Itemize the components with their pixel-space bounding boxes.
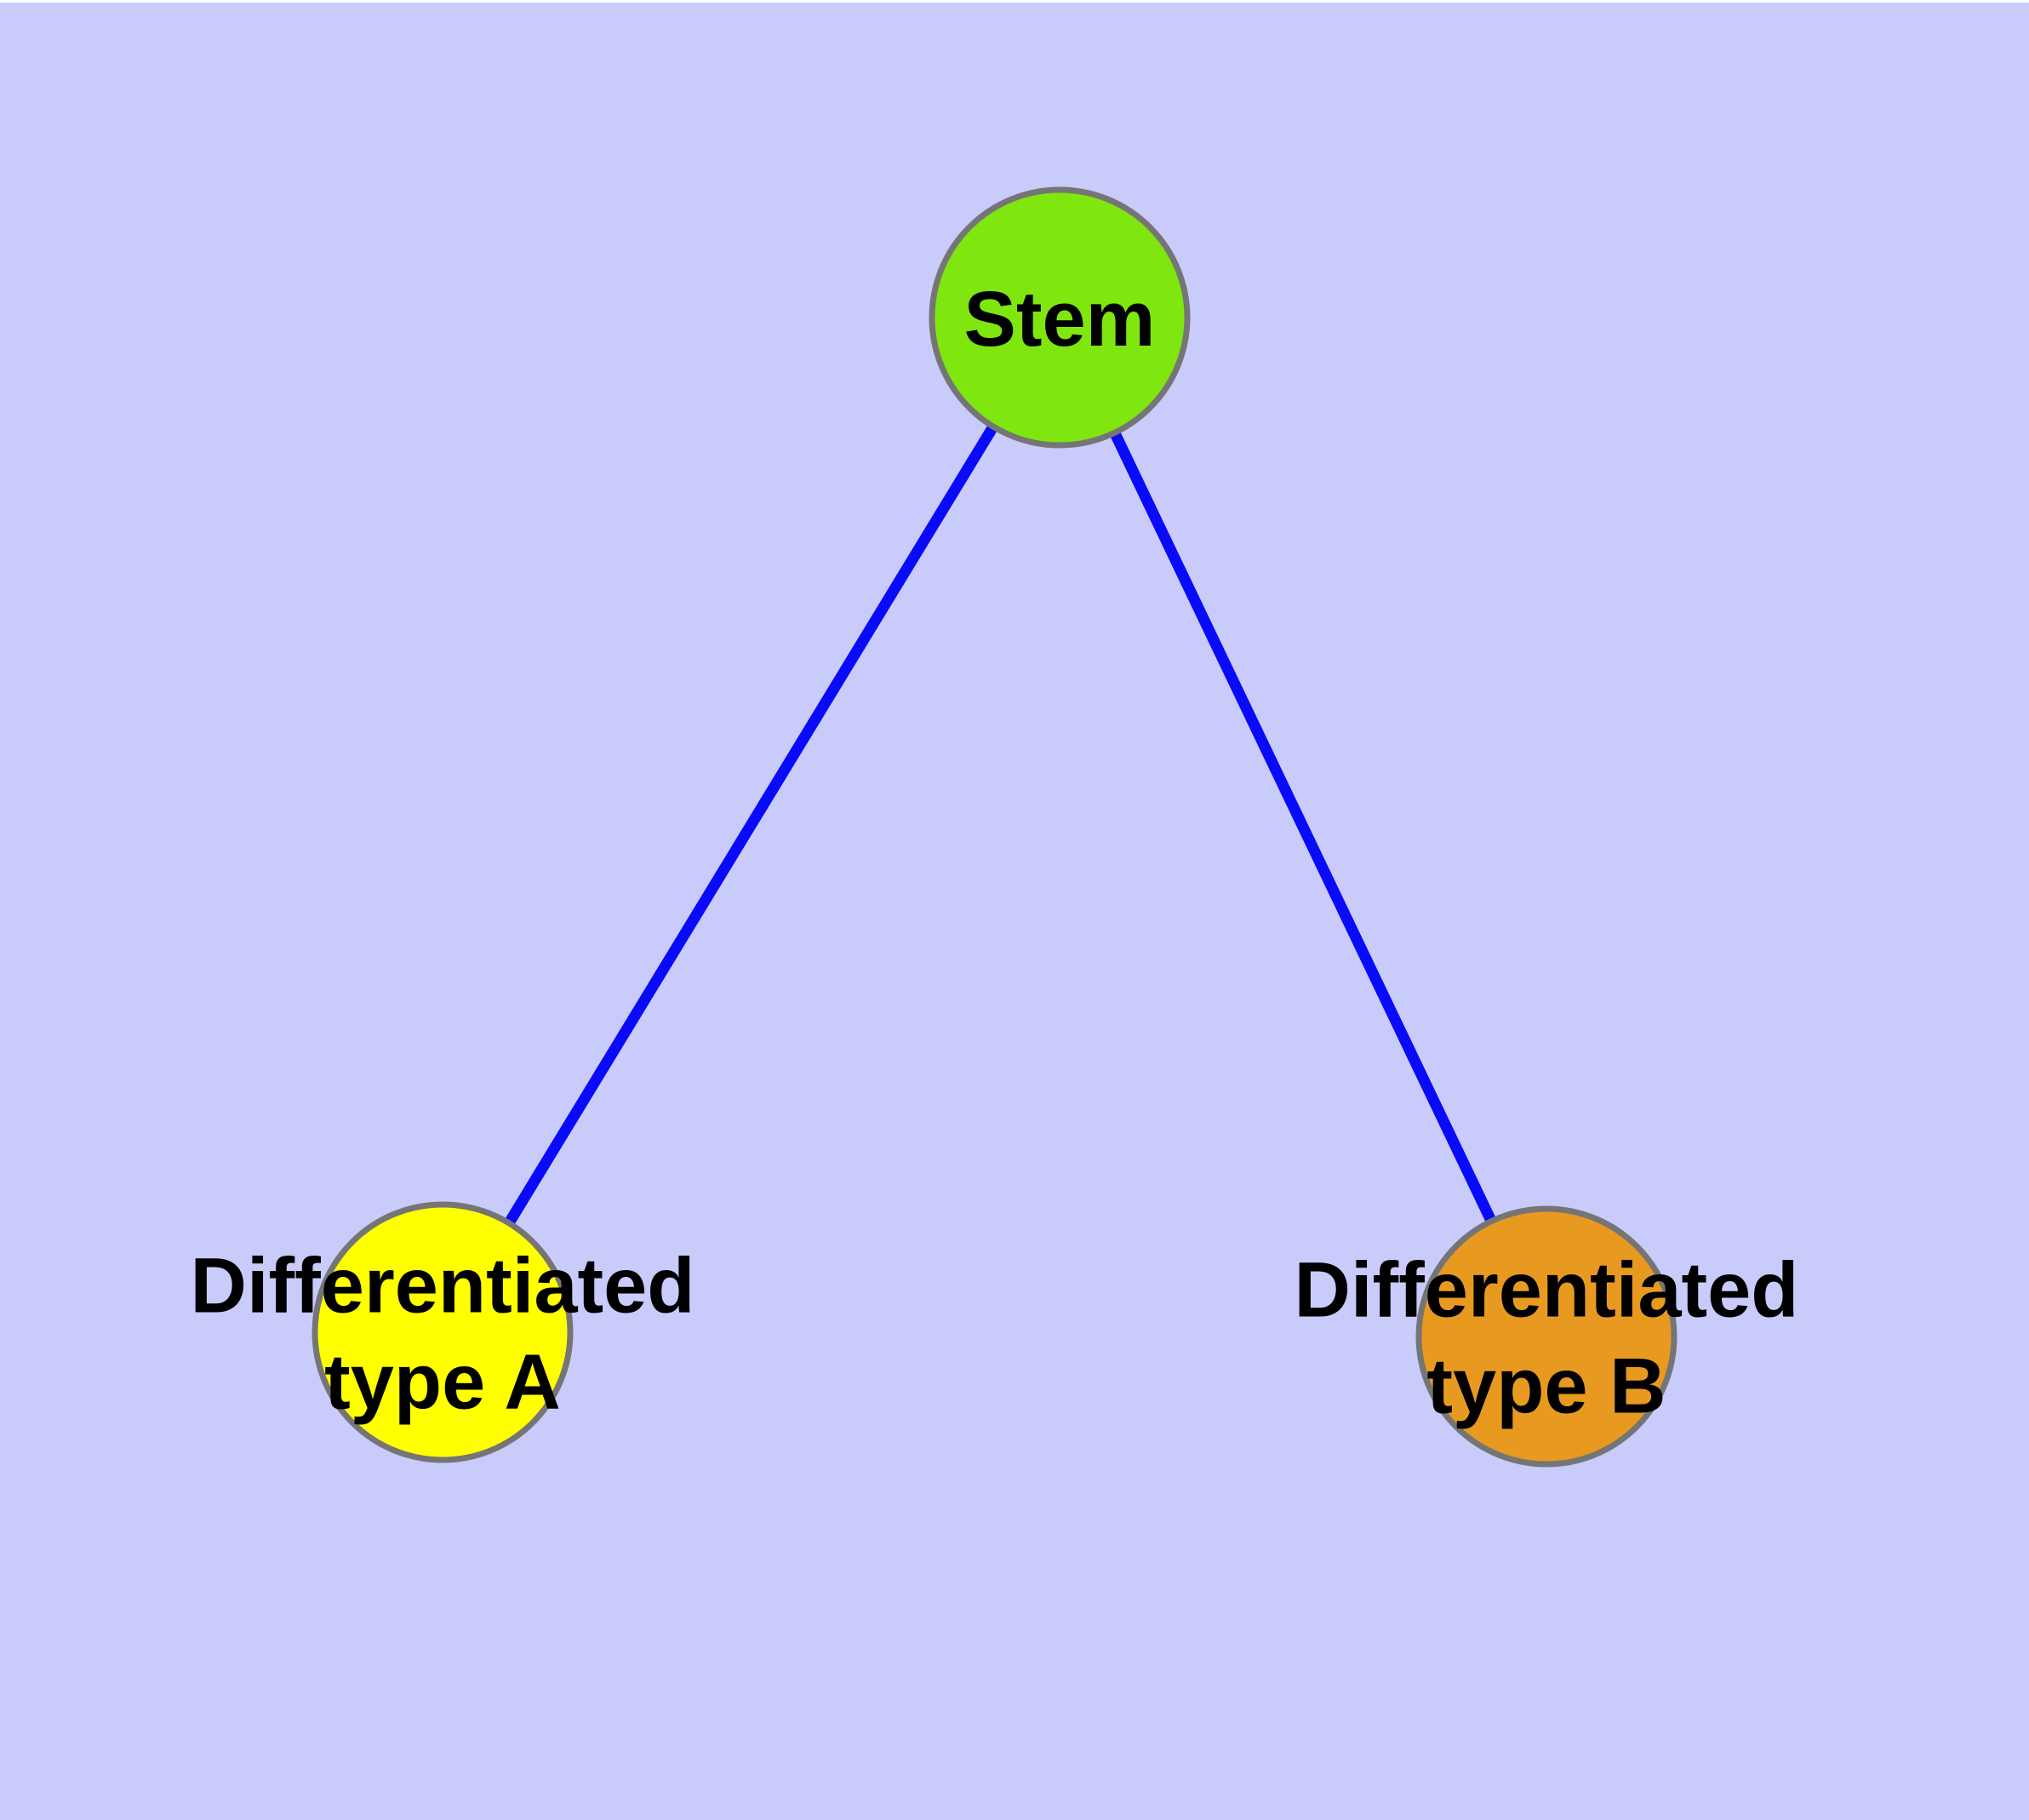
node-type-a xyxy=(311,1201,574,1463)
edge-stem-to-type-b xyxy=(1055,315,1552,1339)
top-border xyxy=(0,0,2029,3)
node-stem xyxy=(929,186,1191,449)
node-type-b xyxy=(1415,1205,1677,1468)
edge-stem-to-type-a xyxy=(437,314,1065,1336)
node-label-stem: Stem xyxy=(964,276,1156,363)
